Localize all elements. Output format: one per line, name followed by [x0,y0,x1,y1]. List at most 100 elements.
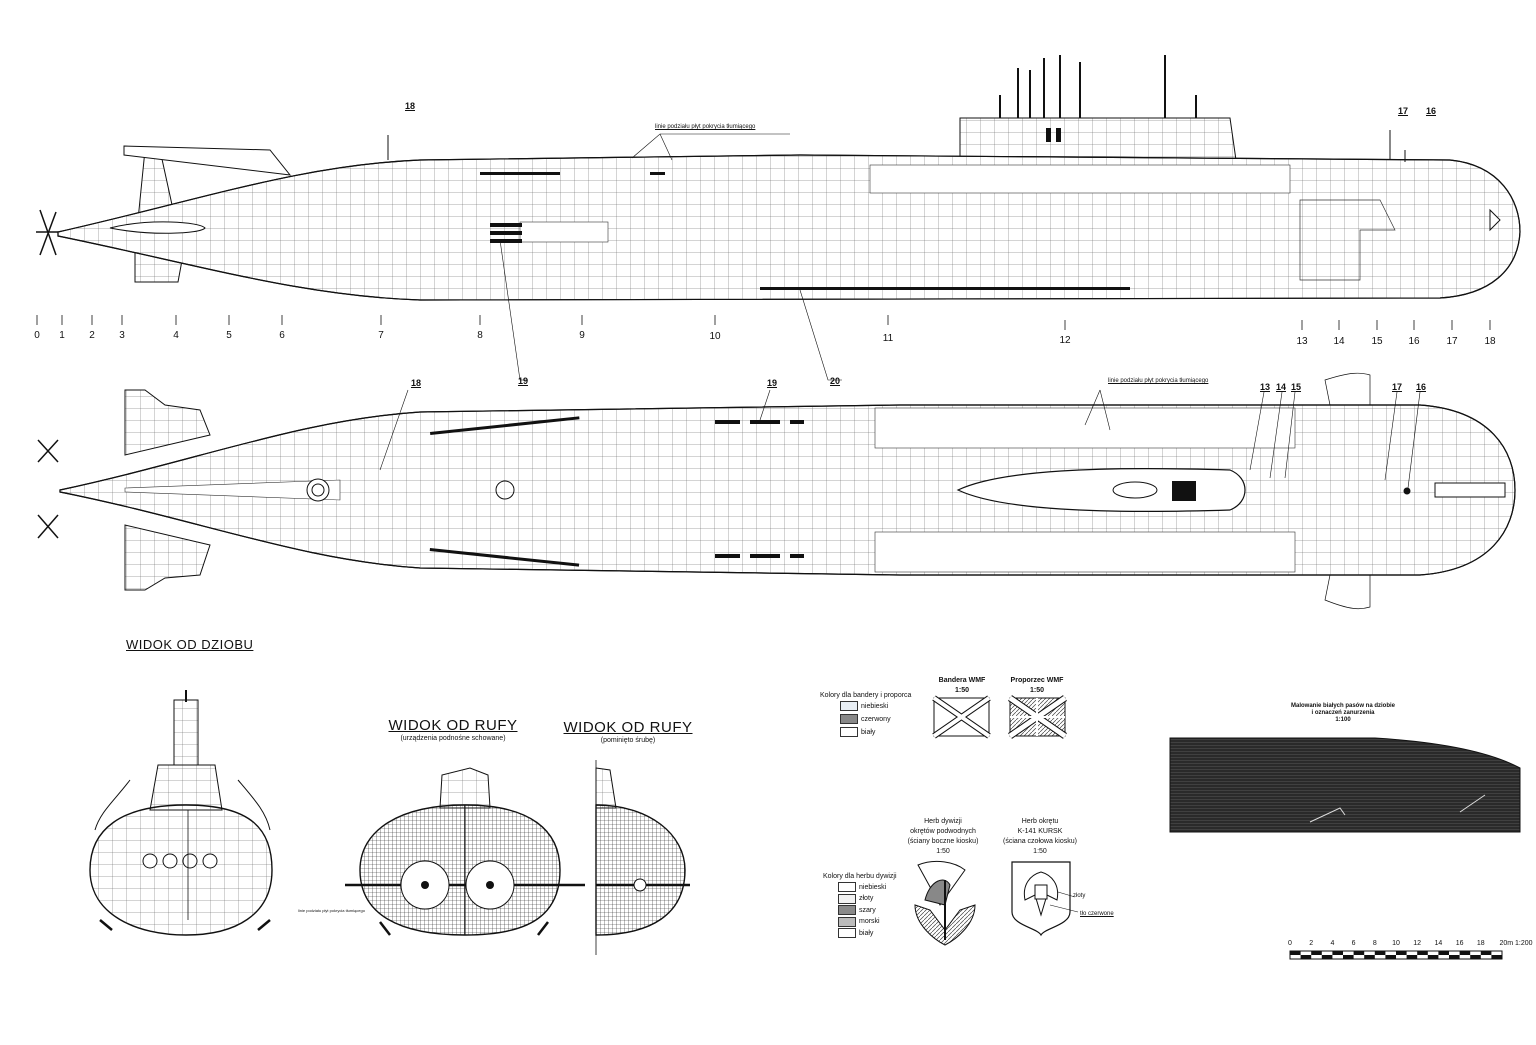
scale-bar-segment [1353,951,1365,955]
stern-view-1-title: WIDOK OD RUFY [388,717,518,734]
station-number: 17 [1446,336,1458,347]
scale-tick-label: 12 [1413,940,1422,947]
stern-view-1-subtitle: (urządzenia podnośne schowane) [400,735,506,742]
scale-tick-label: 10 [1392,940,1400,947]
stern-view-2-drawing [595,760,690,955]
stern-plane [123,145,292,176]
side-view [36,55,1521,381]
pennant-title: Proporzec WMF [1010,677,1064,684]
legend-swatch [840,701,858,711]
callout-19-side: 19 [517,376,529,386]
scale-tick-label: 2 [1309,940,1314,947]
division-emblem-line3: (ściany boczne kiosku) [907,838,979,845]
station-number: 7 [378,330,384,341]
scale-bar-segment [1427,955,1439,959]
scale-tick-label: 16 [1455,940,1464,947]
legend-item: niebieski [840,701,888,711]
stern-view-1-drawing [345,767,585,936]
legend-swatch [840,714,858,724]
scale-bar-segment [1417,951,1428,955]
legend-label: czerwony [861,715,891,723]
propellers-top [37,439,59,539]
legend-item: biały [838,928,873,938]
legend-item: szary [838,905,876,915]
scale-bar-segment [1311,951,1322,955]
division-emblem-line2: okrętów podwodnych [910,828,976,835]
scale-tick-label: 14 [1434,940,1443,947]
stern-view-2-title: WIDOK OD RUFY [563,719,693,736]
station-number: 13 [1296,336,1308,347]
stern-view-2-subtitle: (pominięto śrubę) [600,737,656,744]
station-number: 2 [89,330,95,341]
ship-emblem-caption: Herb okrętu K-141 KURSK (ściana czołowa … [1003,817,1077,857]
scale-bar-segment [1396,951,1407,955]
masts [999,55,1197,118]
ensign-title: Bandera WMF [938,677,986,684]
bow-view-note: linie podziału płyt pokrycia tłumiącego [298,908,365,913]
scale-bar-segment [1332,951,1343,955]
station-number: 5 [226,330,232,341]
legend-item: złoty [838,893,874,904]
legend-label: złoty [859,895,874,902]
station-number: 1 [59,330,65,341]
callout-16-side: 16 [1425,106,1437,116]
station-number: 0 [34,330,40,341]
station-number: 6 [279,330,285,341]
station-number: 8 [477,330,483,341]
legend-label: morski [859,918,880,925]
stripes-caption-line1: Malowanie białych pasów na dziobie [1290,703,1396,709]
callout-15-top: 15 [1290,382,1302,392]
emblem-drawings [914,860,1079,946]
ensign-scale: 1:50 [954,687,970,694]
scale-bar-segment [1449,955,1460,959]
station-number: 14 [1333,336,1345,347]
ship-emblem-gold-label: złoty [1073,893,1086,899]
legend-item: czerwony [840,714,891,724]
station-number: 9 [579,330,585,341]
station-number: 10 [709,331,721,342]
legend-swatch [840,727,858,737]
station-ticks [36,315,1491,330]
scale-tick-label: 20m 1:200 [1499,940,1533,947]
stripes-panel-drawing [1169,737,1521,833]
callout-13-top: 13 [1259,382,1271,392]
scale-tick-label: 18 [1476,940,1485,947]
division-emblem-caption: Herb dywizji okrętów podwodnych (ściany … [908,817,979,857]
ship-emblem-line1: Herb okrętu [1021,818,1059,825]
station-number: 12 [1059,335,1071,346]
sail [959,117,1237,161]
scale-bar-segment [1321,955,1333,959]
legend-item: morski [838,916,880,927]
scale-bar-segment [1300,955,1312,959]
legend-label: szary [859,906,876,914]
emblem-legend-title: Kolory dla herbu dywizji [823,873,897,880]
scale-tick-label: 6 [1351,940,1356,947]
legend-item: biały [840,727,875,737]
legend-swatch [838,893,856,904]
legend-label: niebieski [861,702,889,710]
legend-label: niebieski [859,883,887,891]
callout-20-side: 20 [829,376,841,386]
scale-bar-segment [1374,951,1386,955]
stripes-caption-line2: i oznaczeń zanurzenia [1311,710,1375,716]
scale-tick-label: 0 [1288,940,1292,947]
division-emblem-scale: 1:50 [936,848,950,855]
scale-bar-segment [1459,951,1471,955]
scale-tick-label: 4 [1330,940,1335,947]
top-view [37,372,1516,610]
scale-bar-segment [1491,955,1502,959]
legend-swatch [838,882,856,892]
callout-19-top: 19 [766,378,778,388]
ship-emblem-line3: (ściana czołowa kiosku) [1003,838,1077,845]
station-number: 15 [1371,336,1383,347]
legend-label: biały [861,728,876,736]
legend-item: niebieski [838,882,886,892]
station-number: 18 [1484,336,1496,347]
ensign-caption: Bandera WMF 1:50 [939,676,986,696]
ship-emblem-bg-label: tło czerwone [1080,911,1114,917]
flag-legend-title: Kolory dla bandery i proporca [820,692,912,699]
callout-17-side: 17 [1397,106,1409,116]
